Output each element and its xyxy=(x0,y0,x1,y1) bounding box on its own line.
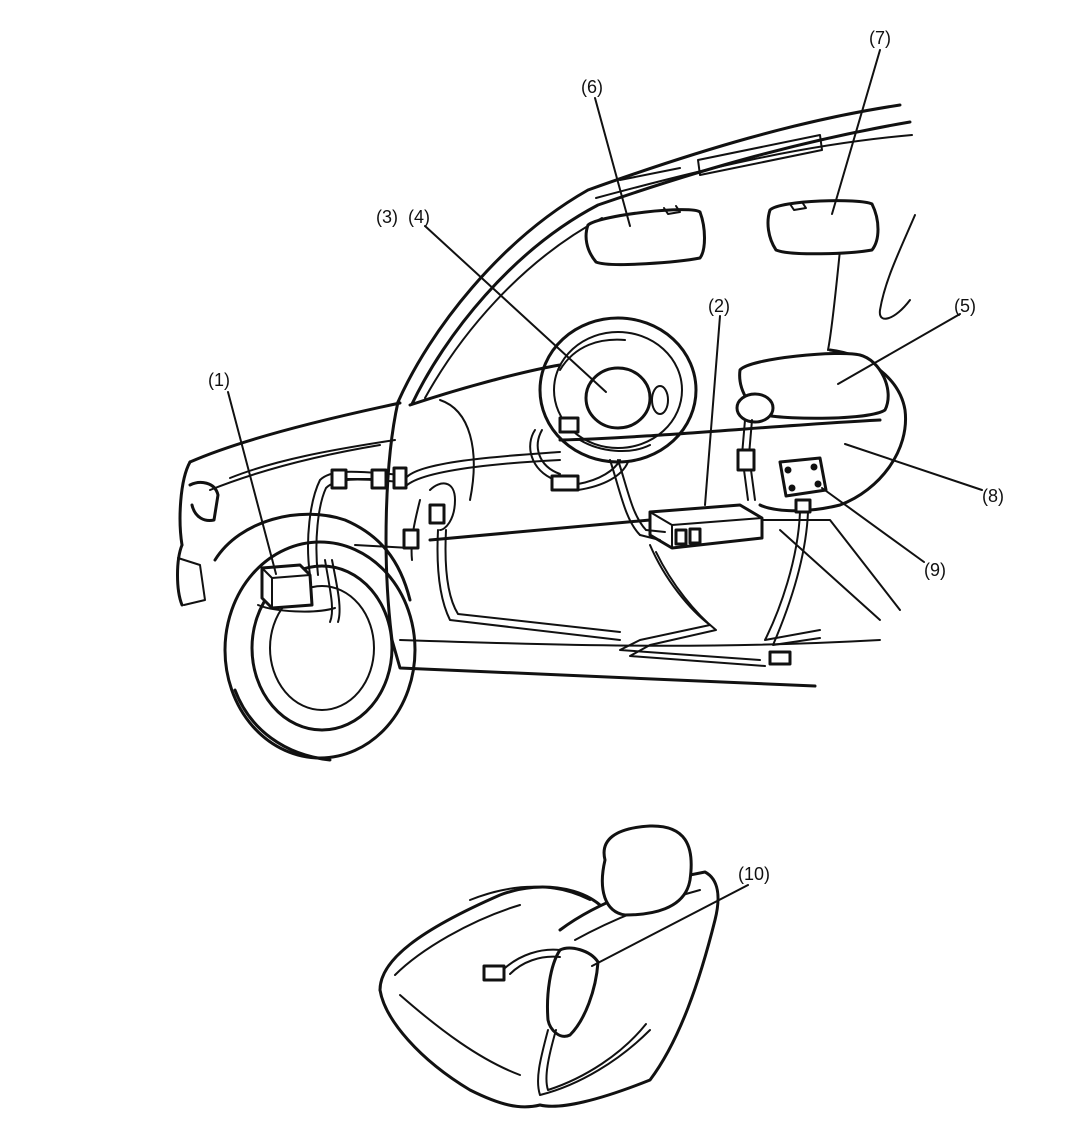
label-1: (1) xyxy=(208,370,230,390)
leader-8 xyxy=(844,443,983,491)
label-7: (7) xyxy=(869,28,891,48)
sun-visor-driver xyxy=(584,205,706,267)
leader-10 xyxy=(591,884,749,967)
label-9: (9) xyxy=(924,560,946,580)
label-8: (8) xyxy=(982,486,1004,506)
side-sensor xyxy=(778,456,828,514)
leader-6 xyxy=(594,97,631,227)
label-5: (5) xyxy=(954,296,976,316)
label-6: (6) xyxy=(581,77,603,97)
leader-7 xyxy=(831,49,881,215)
label-2: (2) xyxy=(708,296,730,316)
leader-5 xyxy=(837,313,961,385)
label-4: (4) xyxy=(408,207,430,227)
sun-visor-passenger xyxy=(766,199,880,256)
wiring-harness xyxy=(307,416,821,667)
leader-9 xyxy=(821,487,925,563)
sensing-diagnostic-module xyxy=(648,503,764,550)
car-body xyxy=(176,103,916,762)
callout-labels: (1) (2) (3) (4) (5) (6) (7) (8) (9) (10) xyxy=(208,28,1004,884)
label-3: (3) xyxy=(376,207,398,227)
callout-leaders xyxy=(227,49,983,967)
leader-2 xyxy=(704,315,721,506)
leader-4 xyxy=(424,225,607,393)
front-sensor xyxy=(257,563,336,613)
steering-wheel xyxy=(538,316,698,464)
passenger-airbag-module xyxy=(735,352,890,424)
seat xyxy=(378,824,720,1109)
label-10: (10) xyxy=(738,864,770,884)
leader-1 xyxy=(227,391,277,575)
